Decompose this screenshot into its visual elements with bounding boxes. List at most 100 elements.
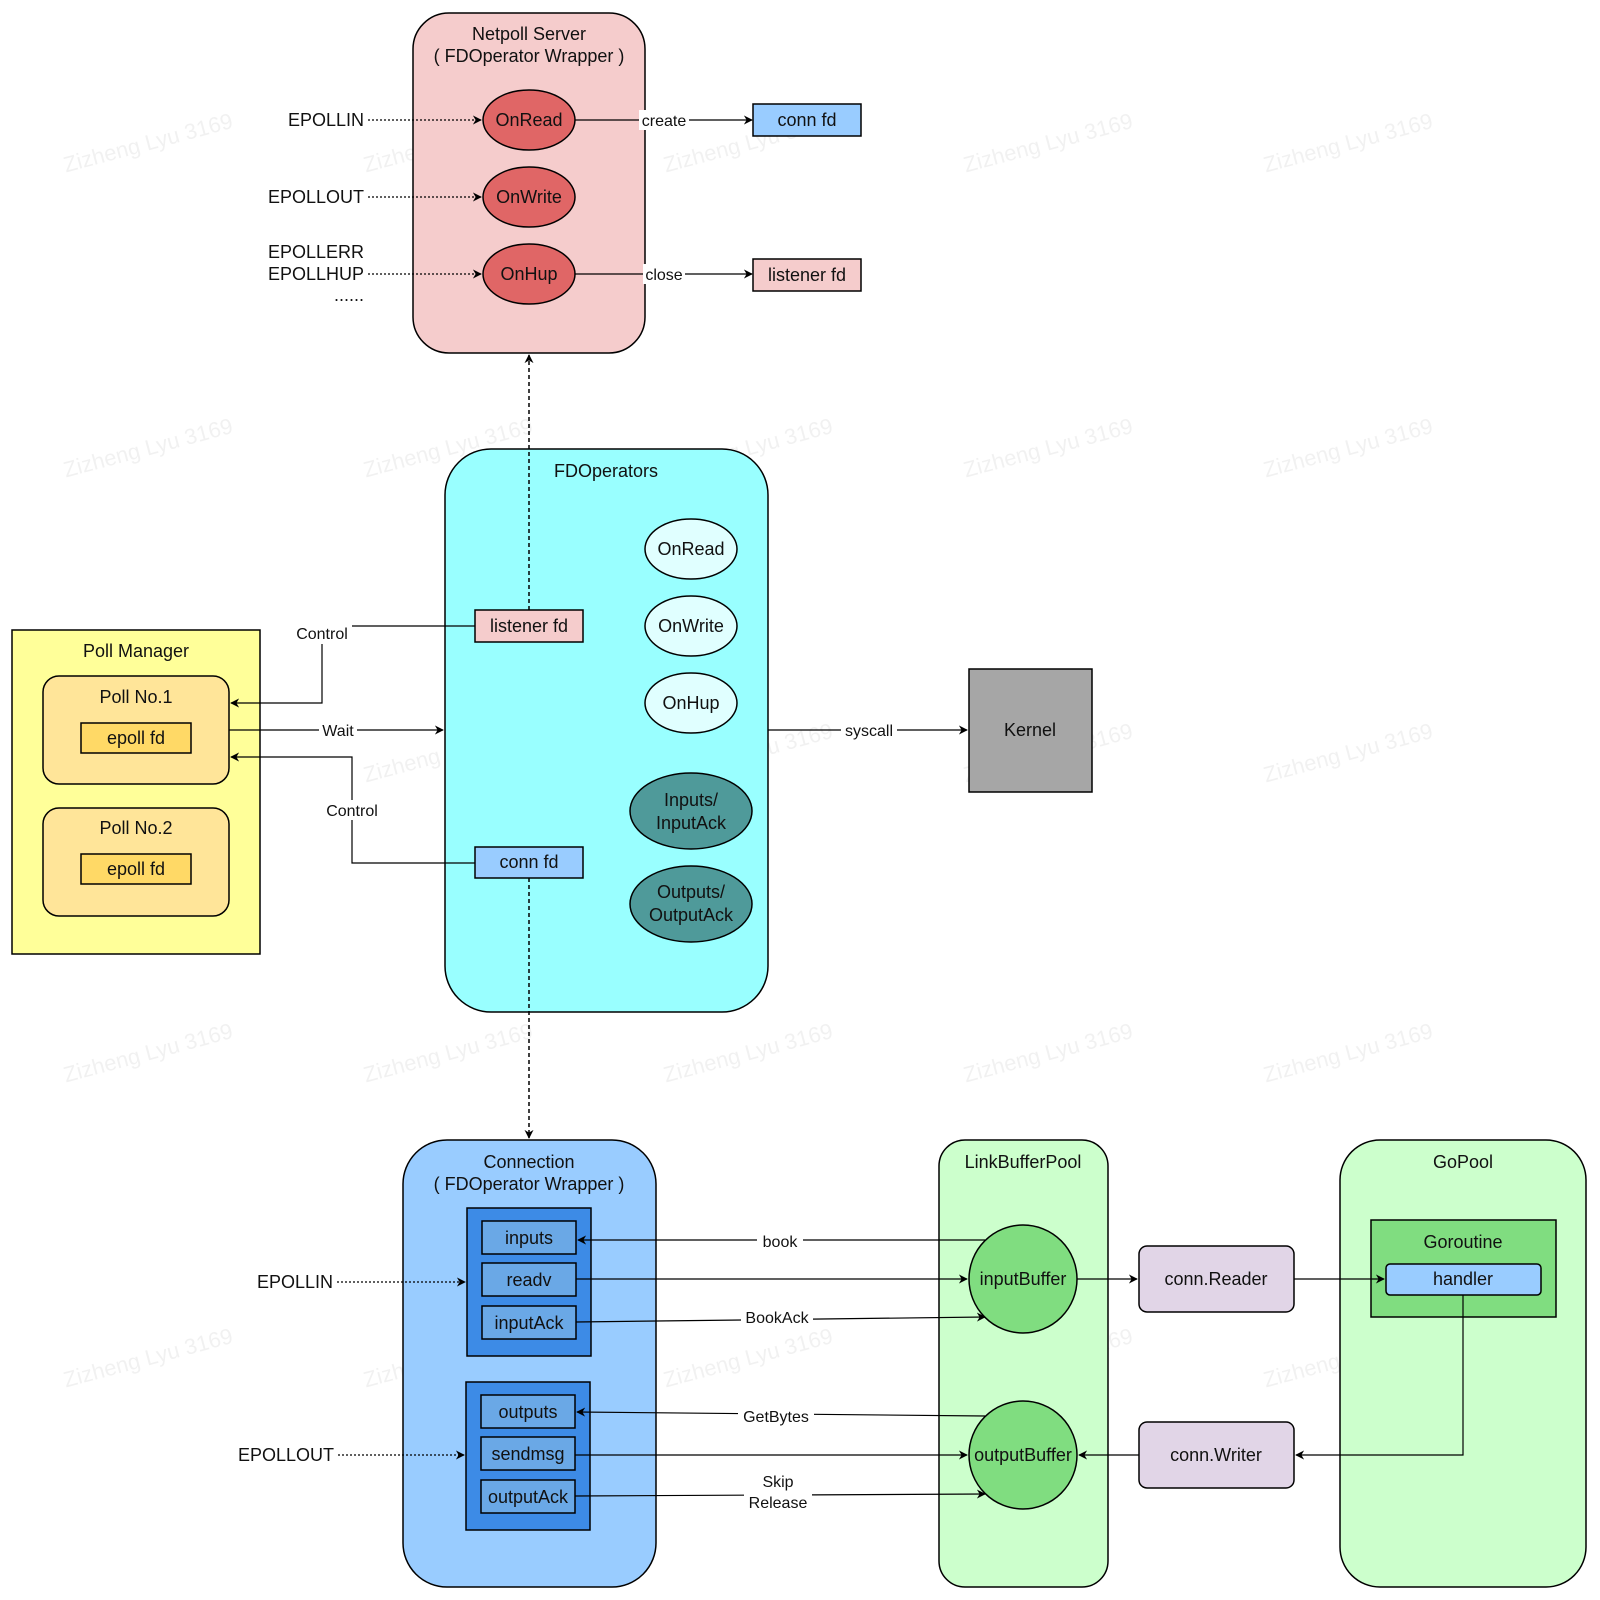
fdops-inputs-line1: Inputs/ (664, 790, 718, 810)
gopool-title: GoPool (1433, 1152, 1493, 1172)
skip-release-label-bg (744, 1471, 812, 1515)
watermark-text: Zizheng Lyu 3169 (61, 413, 236, 482)
conn-reader-label: conn.Reader (1164, 1269, 1267, 1289)
netpoll-event-epollin: EPOLLIN (288, 110, 364, 130)
fdoperators-title: FDOperators (554, 461, 658, 481)
edge-handler-connwriter (1295, 1295, 1464, 1460)
kernel-label: Kernel (1004, 720, 1056, 740)
fdops-onread-label: OnRead (657, 539, 724, 559)
epoll-fd-1-label: epoll fd (107, 728, 165, 748)
input-buffer-label: inputBuffer (980, 1269, 1067, 1289)
kernel-group: syscall Kernel (768, 668, 1093, 793)
conn-writer-label: conn.Writer (1170, 1445, 1262, 1465)
linkbufferpool-title: LinkBufferPool (965, 1152, 1082, 1172)
output-buffer-label: outputBuffer (974, 1445, 1072, 1465)
fdops-conn-fd-label: conn fd (499, 852, 558, 872)
outputack-box (480, 1479, 576, 1514)
conn-reader-writer-group: conn.Reader conn.Writer (1077, 1245, 1295, 1489)
watermark-text: Zizheng Lyu 3169 (961, 413, 1136, 482)
getbytes-label: GetBytes (743, 1409, 809, 1426)
inputs-box (481, 1220, 577, 1255)
poll-1-label: Poll No.1 (99, 687, 172, 707)
watermark-text: Zizheng Lyu 3169 (961, 1018, 1136, 1087)
netpoll-onhup-label: OnHup (500, 264, 557, 284)
inputack-label: inputAck (494, 1313, 564, 1333)
linkbufferpool-group: LinkBufferPool inputBuffer outputBuffer … (574, 1139, 1109, 1588)
bookack-label-bg (741, 1308, 813, 1328)
netpoll-server-title: Netpoll Server (472, 24, 586, 44)
readv-box (481, 1262, 577, 1297)
watermark-text: Zizheng Lyu 3169 (61, 1018, 236, 1087)
output-buffer-node (968, 1400, 1078, 1510)
control-top-label: Control (296, 626, 348, 643)
watermark-text: Zizheng Lyu 3169 (661, 1323, 836, 1392)
watermark-text: Zizheng Lyu 3169 (361, 1018, 536, 1087)
fdops-inputs-line2: InputAck (656, 813, 727, 833)
connection-event-epollin: EPOLLIN (257, 1272, 333, 1292)
netpoll-onwrite-label: OnWrite (496, 187, 562, 207)
netpoll-server-subtitle: ( FDOperator Wrapper ) (434, 46, 625, 66)
fdops-inputs-node (629, 772, 753, 850)
poll-manager-group: Poll Manager Poll No.1 epoll fd Poll No.… (11, 624, 475, 955)
fdops-onhup-label: OnHup (662, 693, 719, 713)
netpoll-event-more: ...... (334, 285, 364, 305)
watermark-text: Zizheng Lyu 3169 (1261, 1018, 1436, 1087)
netpoll-event-epollout: EPOLLOUT (268, 187, 364, 207)
poll-manager-title: Poll Manager (83, 641, 189, 661)
fdops-onhup-node (644, 672, 738, 734)
fdops-onread-node (644, 518, 738, 580)
syscall-label: syscall (845, 723, 893, 740)
fdops-listener-fd-label: listener fd (490, 616, 568, 636)
watermark-text: Zizheng Lyu 3169 (661, 1018, 836, 1087)
readv-label: readv (506, 1270, 551, 1290)
fdops-listener-fd-box (474, 609, 584, 643)
gopool-group: GoPool Goroutine handler (1294, 1139, 1587, 1588)
netpoll-listener-fd-label: listener fd (768, 265, 846, 285)
outputack-label: outputAck (488, 1487, 569, 1507)
bookack-label: BookAck (745, 1310, 809, 1327)
close-label-bg (643, 264, 685, 284)
getbytes-label-bg (738, 1406, 814, 1426)
sendmsg-label: sendmsg (491, 1444, 564, 1464)
epoll-fd-2-label: epoll fd (107, 859, 165, 879)
watermark-text: Zizheng Lyu 3169 (961, 108, 1136, 177)
release-label: Release (749, 1495, 808, 1512)
book-label: book (763, 1234, 799, 1251)
netpoll-conn-fd-box (752, 103, 862, 137)
fdoperators-group: FDOperators OnRead OnWrite OnHup Inputs/… (444, 354, 769, 1139)
netpoll-listener-fd-box (752, 258, 862, 292)
netpoll-conn-fd-label: conn fd (777, 110, 836, 130)
connection-subtitle: ( FDOperator Wrapper ) (434, 1174, 625, 1194)
handler-label: handler (1433, 1269, 1493, 1289)
linkbufferpool-container (938, 1139, 1109, 1588)
netpoll-onread-label: OnRead (495, 110, 562, 130)
connection-group: Connection ( FDOperator Wrapper ) inputs… (238, 1139, 657, 1588)
watermark-text: Zizheng Lyu 3169 (1261, 108, 1436, 177)
fdops-outputs-node (629, 865, 753, 943)
watermark-text: Zizheng Lyu 3169 (61, 1323, 236, 1392)
create-label-bg (639, 110, 689, 130)
watermark-text: Zizheng Lyu 3169 (61, 108, 236, 177)
control-bottom-label: Control (326, 803, 378, 820)
outputs-label: outputs (498, 1402, 557, 1422)
goroutine-label: Goroutine (1423, 1232, 1502, 1252)
book-label-bg (757, 1231, 803, 1251)
fdops-outputs-line1: Outputs/ (657, 882, 725, 902)
control-bottom-label-bg (322, 800, 382, 820)
poll-2-label: Poll No.2 (99, 818, 172, 838)
inputack-box (481, 1305, 577, 1340)
netpoll-server-group: Netpoll Server ( FDOperator Wrapper ) On… (268, 12, 862, 354)
watermark-text: Zizheng Lyu 3169 (1261, 413, 1436, 482)
netpoll-onwrite-node (482, 166, 576, 228)
close-label: close (645, 267, 682, 284)
connection-event-epollout: EPOLLOUT (238, 1445, 334, 1465)
skip-label: Skip (762, 1474, 793, 1491)
wait-label: Wait (322, 723, 354, 740)
inputs-label: inputs (505, 1228, 553, 1248)
watermark-text: Zizheng Lyu 3169 (1261, 718, 1436, 787)
fdops-onwrite-node (644, 595, 738, 657)
connection-title: Connection (483, 1152, 574, 1172)
epoll-fd-2-box (80, 853, 192, 885)
kernel-box (968, 668, 1093, 793)
